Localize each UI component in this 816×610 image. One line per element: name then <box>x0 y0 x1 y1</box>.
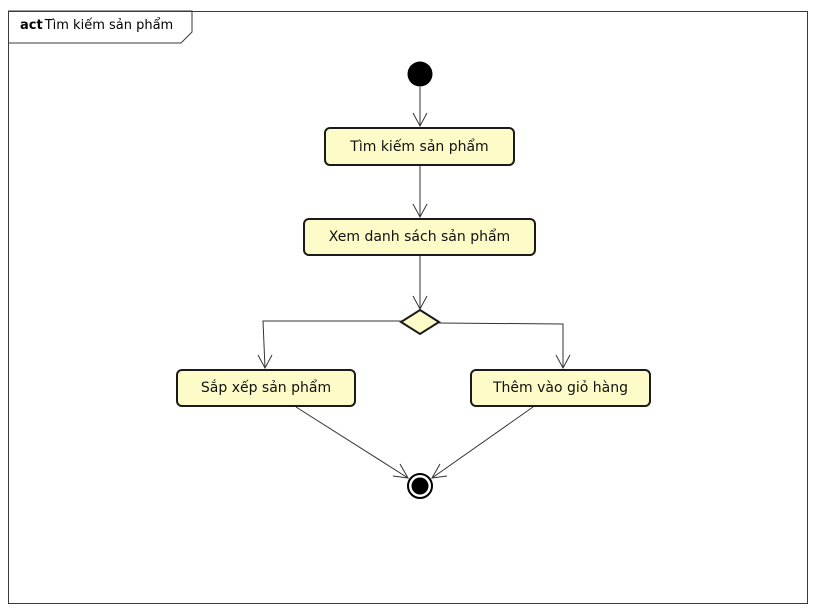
action-label: Thêm vào giỏ hàng <box>492 380 628 396</box>
activity-final-node <box>407 473 433 499</box>
action-search-products[interactable]: Tìm kiếm sản phẩm <box>324 127 515 166</box>
diagram-frame <box>8 11 808 604</box>
action-label: Sắp xếp sản phẩm <box>200 380 332 396</box>
action-add-to-cart[interactable]: Thêm vào giỏ hàng <box>470 369 651 407</box>
edge-sort-to-final <box>295 406 409 479</box>
edge-decision-to-sort <box>257 320 401 370</box>
action-label: Xem danh sách sản phẩm <box>328 229 511 245</box>
action-view-product-list[interactable]: Xem danh sách sản phẩm <box>303 218 536 256</box>
decision-node <box>399 308 441 336</box>
edge-cart-to-final <box>431 406 534 479</box>
edge-initial-to-search <box>412 87 428 128</box>
edge-search-to-list <box>412 166 428 219</box>
edge-decision-to-cart <box>438 322 571 370</box>
frame-name: Tìm kiếm sản phẩm <box>44 18 174 33</box>
action-label: Tìm kiếm sản phẩm <box>350 138 489 155</box>
action-sort-products[interactable]: Sắp xếp sản phẩm <box>176 369 356 407</box>
frame-keyword: act <box>20 18 43 33</box>
initial-node <box>407 61 433 87</box>
